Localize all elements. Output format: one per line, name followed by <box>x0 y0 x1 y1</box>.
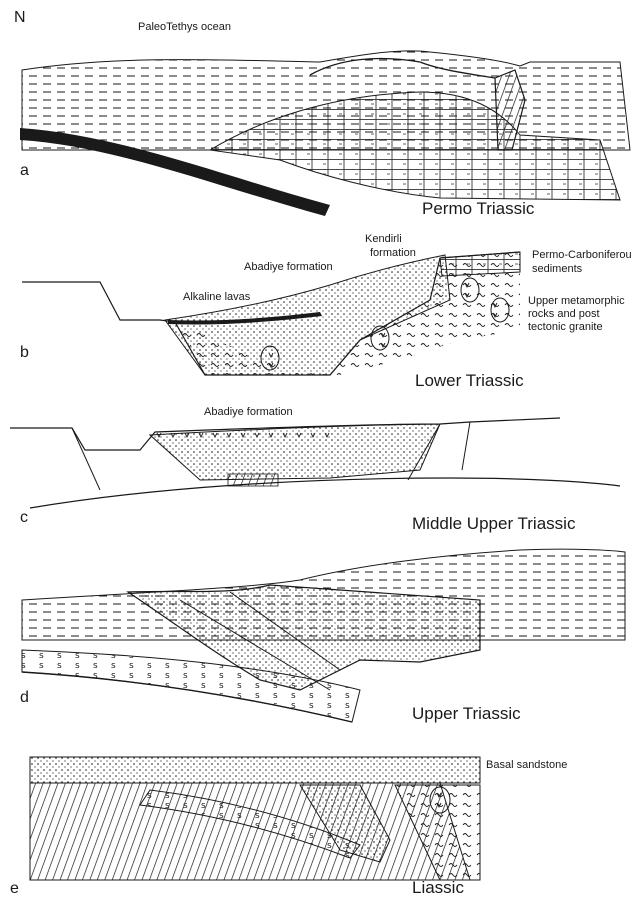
panel-b-period: Lower Triassic <box>415 371 524 390</box>
paleotethys-label: PaleoTethys ocean <box>138 21 231 33</box>
panel-e-period: Liassic <box>412 878 464 897</box>
alkaline-lavas-label: Alkaline lavas <box>183 291 251 303</box>
metamorphic-label-3: tectonic granite <box>528 321 603 333</box>
fault-c-right2 <box>462 422 470 470</box>
panel-c: Abadiye formation c Middle Upper Triassi… <box>10 406 620 533</box>
kendirli-label-1: Kendirli <box>365 233 402 245</box>
fault-c-left <box>72 428 100 490</box>
north-label: N <box>14 9 26 26</box>
permo-carboniferous-label-1: Permo-Carboniferou <box>532 249 632 261</box>
metamorphic-label-1: Upper metamorphic <box>528 295 625 307</box>
panel-b-letter: b <box>20 344 29 361</box>
panel-c-letter: c <box>20 509 28 526</box>
kendirli-label-2: formation <box>370 247 416 259</box>
basal-sandstone-layer <box>30 757 480 783</box>
panel-c-period: Middle Upper Triassic <box>412 514 576 533</box>
panel-b: Kendirli formation Abadiye formation Alk… <box>20 233 632 390</box>
volcanic-layer <box>150 430 330 442</box>
permo-carboniferous-block <box>440 252 520 276</box>
granite-body-3 <box>461 278 479 302</box>
panel-e-letter: e <box>10 880 19 897</box>
granite-body-1 <box>261 346 279 370</box>
panel-d-period: Upper Triassic <box>412 704 521 723</box>
abadiye-label-c: Abadiye formation <box>204 406 293 418</box>
panel-a-letter: a <box>20 162 29 179</box>
granite-body-4 <box>491 298 509 322</box>
abadiye-label-b: Abadiye formation <box>244 261 333 273</box>
panel-d-letter: d <box>20 689 29 706</box>
panel-e: Basal sandstone e Liassic <box>10 757 567 897</box>
panel-a-period: Permo Triassic <box>422 199 535 218</box>
granite-body-2 <box>371 326 389 350</box>
metamorphic-label-2: rocks and post <box>528 308 600 320</box>
panel-a: PaleoTethys ocean a Permo Triassic <box>20 21 630 218</box>
granite-body-e <box>430 787 450 813</box>
basal-sandstone-label: Basal sandstone <box>486 759 567 771</box>
panel-d: d Upper Triassic <box>20 549 625 723</box>
permo-carboniferous-label-2: sediments <box>532 263 583 275</box>
basement-curve-c <box>30 478 620 508</box>
